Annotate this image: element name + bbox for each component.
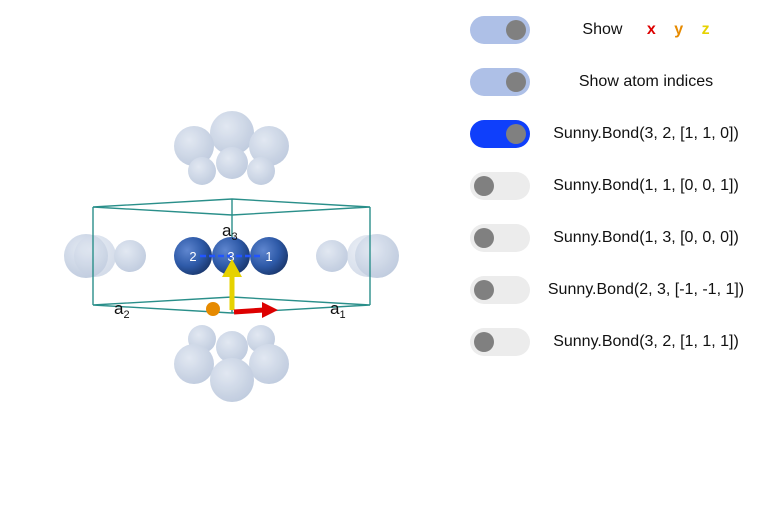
z-axis-arrowhead [222, 259, 242, 277]
control-row-bond-5: Sunny.Bond(3, 2, [1, 1, 1]) [470, 328, 760, 358]
unit-cell [92, 198, 371, 314]
y-axis-arrow [206, 302, 220, 316]
x-axis-arrowhead [262, 302, 278, 318]
axis-z-letter: z [701, 21, 710, 38]
bond-toggle-2-3-m1m11[interactable] [470, 276, 530, 304]
bond-label: Sunny.Bond(3, 2, [1, 1, 1]) [553, 333, 739, 350]
ghost-atom [210, 111, 254, 155]
control-row-bond-1: Sunny.Bond(3, 2, [1, 1, 0]) [470, 120, 760, 150]
crystal-scene: 2 1 3 a2 a1 a3 [64, 111, 399, 402]
lattice-label-a3: a3 [222, 221, 238, 243]
control-row-atom-indices: Show atom indices [470, 68, 760, 98]
toggle-knob [506, 20, 526, 40]
show-atom-indices-label: Show atom indices [578, 73, 714, 90]
ghost-atom [247, 157, 275, 185]
ghost-atoms-sides [64, 234, 399, 278]
unit-cell-edges [92, 198, 371, 314]
ghost-atom [74, 235, 116, 277]
show-axes-toggle[interactable] [470, 16, 530, 44]
ghost-atom [188, 157, 216, 185]
toggle-knob [506, 72, 526, 92]
ghost-atom [210, 358, 254, 402]
ghost-atom [174, 344, 214, 384]
ghost-atom [249, 344, 289, 384]
ghost-atom [174, 126, 214, 166]
ghost-atom [355, 234, 399, 278]
ghost-atoms-bottom [174, 325, 289, 402]
atom-index-label: 1 [265, 249, 272, 264]
control-label: Show x y z [532, 16, 760, 44]
bond-label: Sunny.Bond(2, 3, [-1, -1, 1]) [547, 281, 745, 298]
bond-toggle-3-2-111[interactable] [470, 328, 530, 356]
toggle-knob [474, 176, 494, 196]
ghost-atom [249, 126, 289, 166]
show-atom-indices-toggle[interactable] [470, 68, 530, 96]
ghost-atoms-top [174, 111, 289, 185]
atom-2[interactable] [174, 237, 212, 275]
crystal-viewport[interactable]: 2 1 3 a2 a1 a3 [0, 0, 460, 512]
show-axes-label: Show [582, 21, 623, 38]
control-row-show-axes: Show x y z [470, 16, 760, 46]
axis-arrows [206, 259, 278, 318]
ghost-atom [216, 331, 248, 363]
atom-index-label: 2 [189, 249, 196, 264]
unit-cell-atoms: 2 1 3 [174, 237, 288, 275]
lattice-label-a1: a1 [330, 299, 346, 321]
lattice-label-a2: a2 [114, 299, 130, 321]
bond-toggle-1-3-000[interactable] [470, 224, 530, 252]
atom-index-label: 3 [227, 249, 234, 264]
toggle-knob [474, 280, 494, 300]
axis-x-letter: x [646, 21, 656, 38]
bond-toggle-1-1-001[interactable] [470, 172, 530, 200]
lattice-labels: a2 a1 a3 [114, 221, 346, 321]
bond-toggle-3-2-110[interactable] [470, 120, 530, 148]
control-row-bond-4: Sunny.Bond(2, 3, [-1, -1, 1]) [470, 276, 760, 306]
atom-1[interactable] [250, 237, 288, 275]
bond-label: Sunny.Bond(3, 2, [1, 1, 0]) [553, 125, 739, 142]
toggle-knob [506, 124, 526, 144]
ghost-atom [216, 147, 248, 179]
toggle-knob [474, 332, 494, 352]
ghost-atom [114, 240, 146, 272]
x-axis-arrow [233, 307, 265, 315]
toggle-knob [474, 228, 494, 248]
ghost-atom [316, 240, 348, 272]
bond-label: Sunny.Bond(1, 1, [0, 0, 1]) [553, 177, 739, 194]
axis-y-letter: y [674, 21, 684, 38]
control-row-bond-2: Sunny.Bond(1, 1, [0, 0, 1]) [470, 172, 760, 202]
control-row-bond-3: Sunny.Bond(1, 3, [0, 0, 0]) [470, 224, 760, 254]
bond-label: Sunny.Bond(1, 3, [0, 0, 0]) [553, 229, 739, 246]
